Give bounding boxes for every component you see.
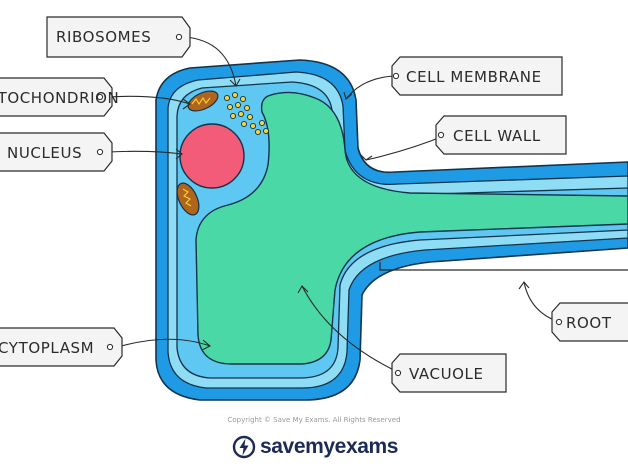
label-vacuole-text: VACUOLE — [409, 365, 484, 383]
ribosome-cluster — [223, 91, 270, 136]
label-nucleus: NUCLEUS — [0, 132, 113, 172]
copyright-notice: Copyright © Save My Exams. All Rights Re… — [227, 416, 401, 424]
label-cell-wall-text: CELL WALL — [453, 127, 541, 145]
pointer-mitochondrion — [107, 95, 191, 105]
label-vacuole: VACUOLE — [391, 353, 507, 393]
label-cell-membrane: CELL MEMBRANE — [391, 56, 563, 96]
label-nucleus-text: NUCLEUS — [7, 144, 82, 162]
pointer-nucleus — [107, 150, 183, 155]
brand-name: savemyexams — [260, 435, 399, 458]
mitochondrion-shape-2 — [176, 182, 200, 216]
lightning-bolt-icon — [232, 435, 256, 459]
label-mitochondrion: MITOCHONDRION — [0, 77, 119, 117]
label-mitochondrion-text: MITOCHONDRION — [0, 89, 119, 107]
arrowheads — [175, 78, 530, 351]
label-cytoplasm: CYTOPLASM — [0, 327, 123, 367]
label-cell-wall: CELL WALL — [435, 115, 567, 155]
pointer-cell-wall — [365, 134, 447, 161]
mitochondrion-shape — [187, 90, 219, 112]
label-cytoplasm-text: CYTOPLASM — [0, 339, 94, 357]
pointer-cytoplasm — [117, 338, 211, 348]
label-root-text: ROOT — [566, 314, 612, 332]
label-cell-membrane-text: CELL MEMBRANE — [406, 68, 542, 86]
cell — [155, 59, 628, 401]
label-root: ROOT — [551, 302, 628, 342]
brand-logo: savemyexams — [232, 432, 398, 462]
vacuole-region — [195, 91, 628, 365]
nucleus-shape — [179, 123, 245, 189]
pointer-ribosomes — [183, 36, 237, 87]
pointer-cell-membrane — [345, 75, 395, 100]
label-ribosomes: RIBOSOMES — [46, 16, 191, 58]
label-ribosomes-text: RIBOSOMES — [56, 28, 151, 46]
pointer-vacuole — [301, 285, 401, 374]
root-bracket — [379, 262, 628, 271]
